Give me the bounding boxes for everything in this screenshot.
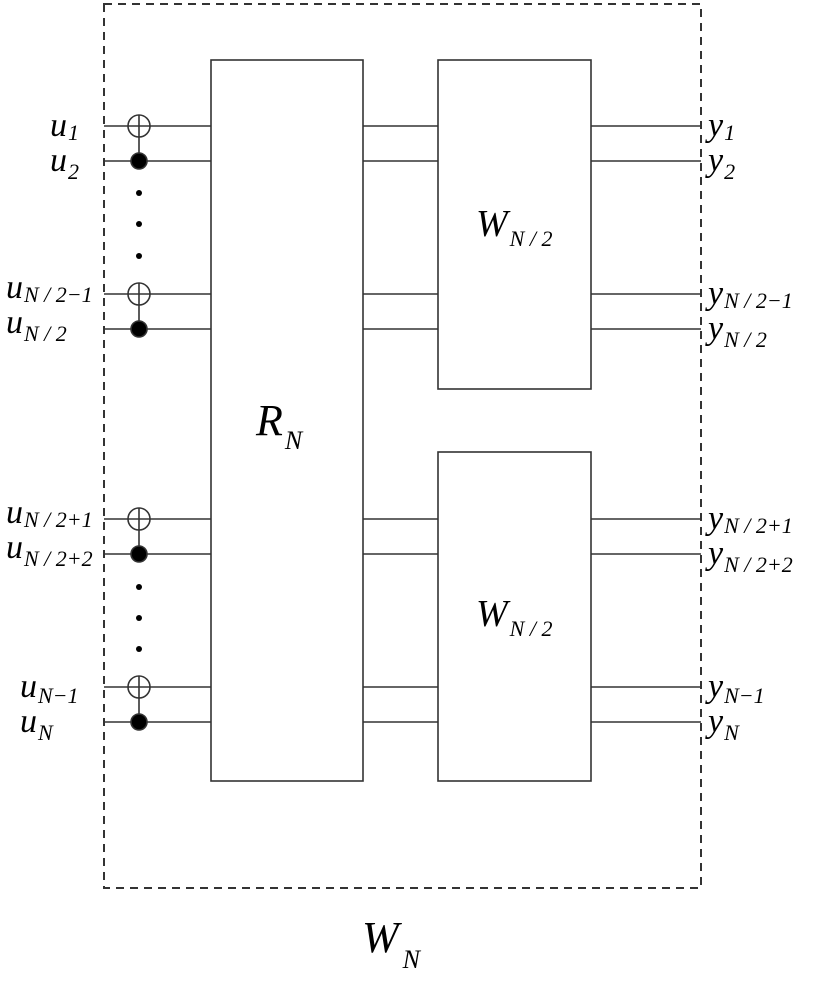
control-dot (130, 152, 148, 170)
output-label-y8: yN (705, 703, 740, 745)
xor-gate-1 (127, 114, 151, 170)
xor-gate-4 (127, 675, 151, 731)
control-dot (130, 545, 148, 563)
block-r-n-label: RN (255, 396, 304, 455)
output-label-y2: y2 (705, 142, 735, 184)
block-w-top-label: WN / 2 (476, 203, 552, 251)
outer-dashed-boundary (103, 3, 702, 889)
output-label-y1: y1 (705, 107, 735, 145)
block-r-n (210, 59, 364, 782)
block-w-half-bottom (437, 451, 592, 782)
output-wires (591, 125, 701, 723)
ellipsis-dots (136, 190, 142, 652)
input-label-u6: uN / 2+2 (6, 529, 93, 571)
xor-gate-3 (127, 507, 151, 563)
output-label-y3: yN / 2−1 (705, 275, 793, 313)
output-label-y4: yN / 2 (705, 310, 767, 352)
control-dot (130, 320, 148, 338)
output-label-y5: yN / 2+1 (705, 500, 793, 538)
input-label-u2: u2 (50, 142, 79, 184)
block-w-bottom-label: WN / 2 (476, 593, 552, 641)
ellipsis-dot (136, 253, 142, 259)
input-label-u7: uN−1 (20, 668, 79, 708)
input-label-u1: u1 (50, 107, 79, 145)
output-label-y6: yN / 2+2 (705, 535, 793, 577)
block-w-half-top (437, 59, 592, 390)
xor-gate-2 (127, 282, 151, 338)
xor-gates (127, 114, 151, 731)
control-dot (130, 713, 148, 731)
input-labels: u1 u2 uN / 2−1 uN / 2 uN / 2+1 uN / 2+2 … (6, 107, 93, 745)
input-label-u4: uN / 2 (6, 304, 67, 346)
input-wires (104, 125, 211, 723)
ellipsis-dot (136, 190, 142, 196)
ellipsis-dot (136, 615, 142, 621)
middle-wires (363, 125, 438, 723)
ellipsis-dot (136, 221, 142, 227)
input-label-u5: uN / 2+1 (6, 494, 93, 532)
output-label-y7: yN−1 (705, 668, 765, 708)
ellipsis-dot (136, 584, 142, 590)
input-label-u3: uN / 2−1 (6, 269, 93, 307)
ellipsis-dot (136, 646, 142, 652)
input-label-u8: uN (20, 703, 54, 745)
output-labels: y1 y2 yN / 2−1 yN / 2 yN / 2+1 yN / 2+2 … (705, 107, 793, 745)
